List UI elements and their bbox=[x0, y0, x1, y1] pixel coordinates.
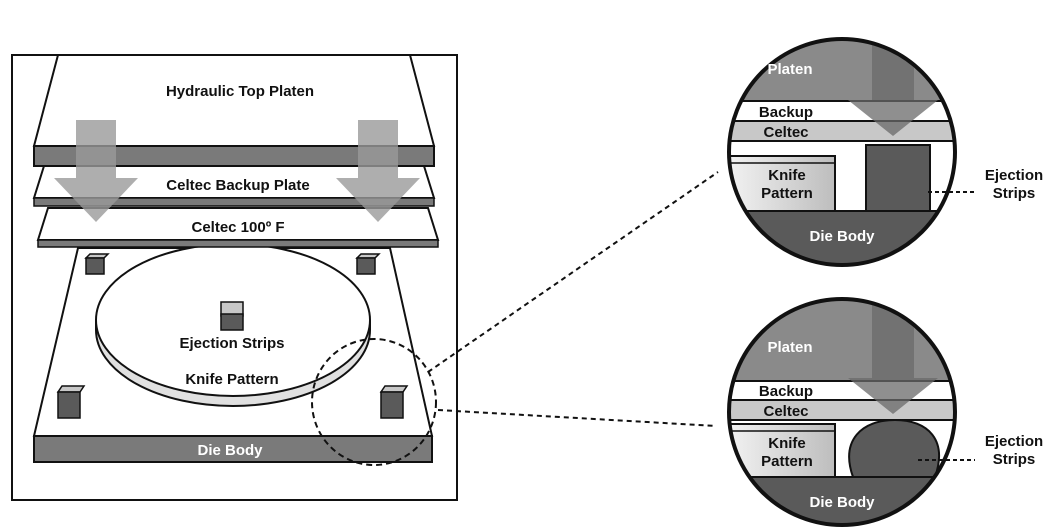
platen-label: Platen bbox=[767, 61, 812, 78]
die-body-label: Die Body bbox=[809, 228, 875, 245]
knife-pattern-label: Knife Pattern bbox=[185, 371, 278, 388]
ejection-strips-label: Ejection Strips bbox=[179, 335, 284, 352]
zoom-circle bbox=[311, 338, 437, 466]
backup-plate: Celtec Backup Plate bbox=[32, 165, 436, 207]
zoom-connector-line bbox=[437, 409, 717, 427]
zoom-connector-line bbox=[427, 171, 719, 373]
down-arrow-icon bbox=[54, 120, 138, 222]
pattern-label: Pattern bbox=[761, 185, 813, 202]
down-arrow-icon bbox=[848, 299, 938, 414]
platen-band bbox=[729, 299, 955, 381]
knife-label: Knife bbox=[768, 167, 806, 184]
pattern-label: Pattern bbox=[761, 453, 813, 470]
backup-label: Backup bbox=[759, 383, 813, 400]
down-arrow-icon bbox=[848, 39, 938, 136]
celtec-label: Celtec bbox=[763, 124, 808, 141]
main-diagram: Die Body Ejection Strips bbox=[11, 54, 458, 501]
down-arrow-icon bbox=[336, 120, 420, 222]
top-platen: Hydraulic Top Platen bbox=[32, 54, 436, 167]
strips-label: Strips bbox=[993, 185, 1036, 202]
detail-view-bottom: Platen Backup Celtec Knife Pattern Die B… bbox=[727, 297, 1043, 527]
celtec-label: Celtec bbox=[763, 403, 808, 420]
knife-pattern-block bbox=[729, 155, 836, 212]
detail-view-top: Platen Backup Celtec Knife Pattern Die B… bbox=[727, 37, 1043, 267]
die-body-label: Die Body bbox=[197, 442, 263, 459]
ejection-block bbox=[56, 385, 86, 419]
knife-pattern-block bbox=[729, 423, 836, 478]
platen-label: Platen bbox=[767, 339, 812, 356]
top-platen-label: Hydraulic Top Platen bbox=[166, 83, 314, 100]
backup-label: Backup bbox=[759, 104, 813, 121]
ejection-label: Ejection bbox=[985, 433, 1043, 450]
ejection-block bbox=[355, 253, 381, 275]
ejection-label: Ejection bbox=[985, 167, 1043, 184]
backup-plate-label: Celtec Backup Plate bbox=[166, 177, 309, 194]
ejection-strip-rounded bbox=[848, 418, 940, 478]
knife-label: Knife bbox=[768, 435, 806, 452]
die-body-label: Die Body bbox=[809, 494, 875, 511]
strips-label: Strips bbox=[993, 451, 1036, 468]
ejection-block bbox=[379, 385, 409, 419]
ejection-block bbox=[84, 253, 110, 275]
celtec-plate: Celtec 100º F bbox=[36, 207, 440, 248]
ejection-strip-square bbox=[865, 144, 931, 212]
ejection-block bbox=[220, 301, 244, 331]
celtec-plate-label: Celtec 100º F bbox=[191, 219, 284, 236]
